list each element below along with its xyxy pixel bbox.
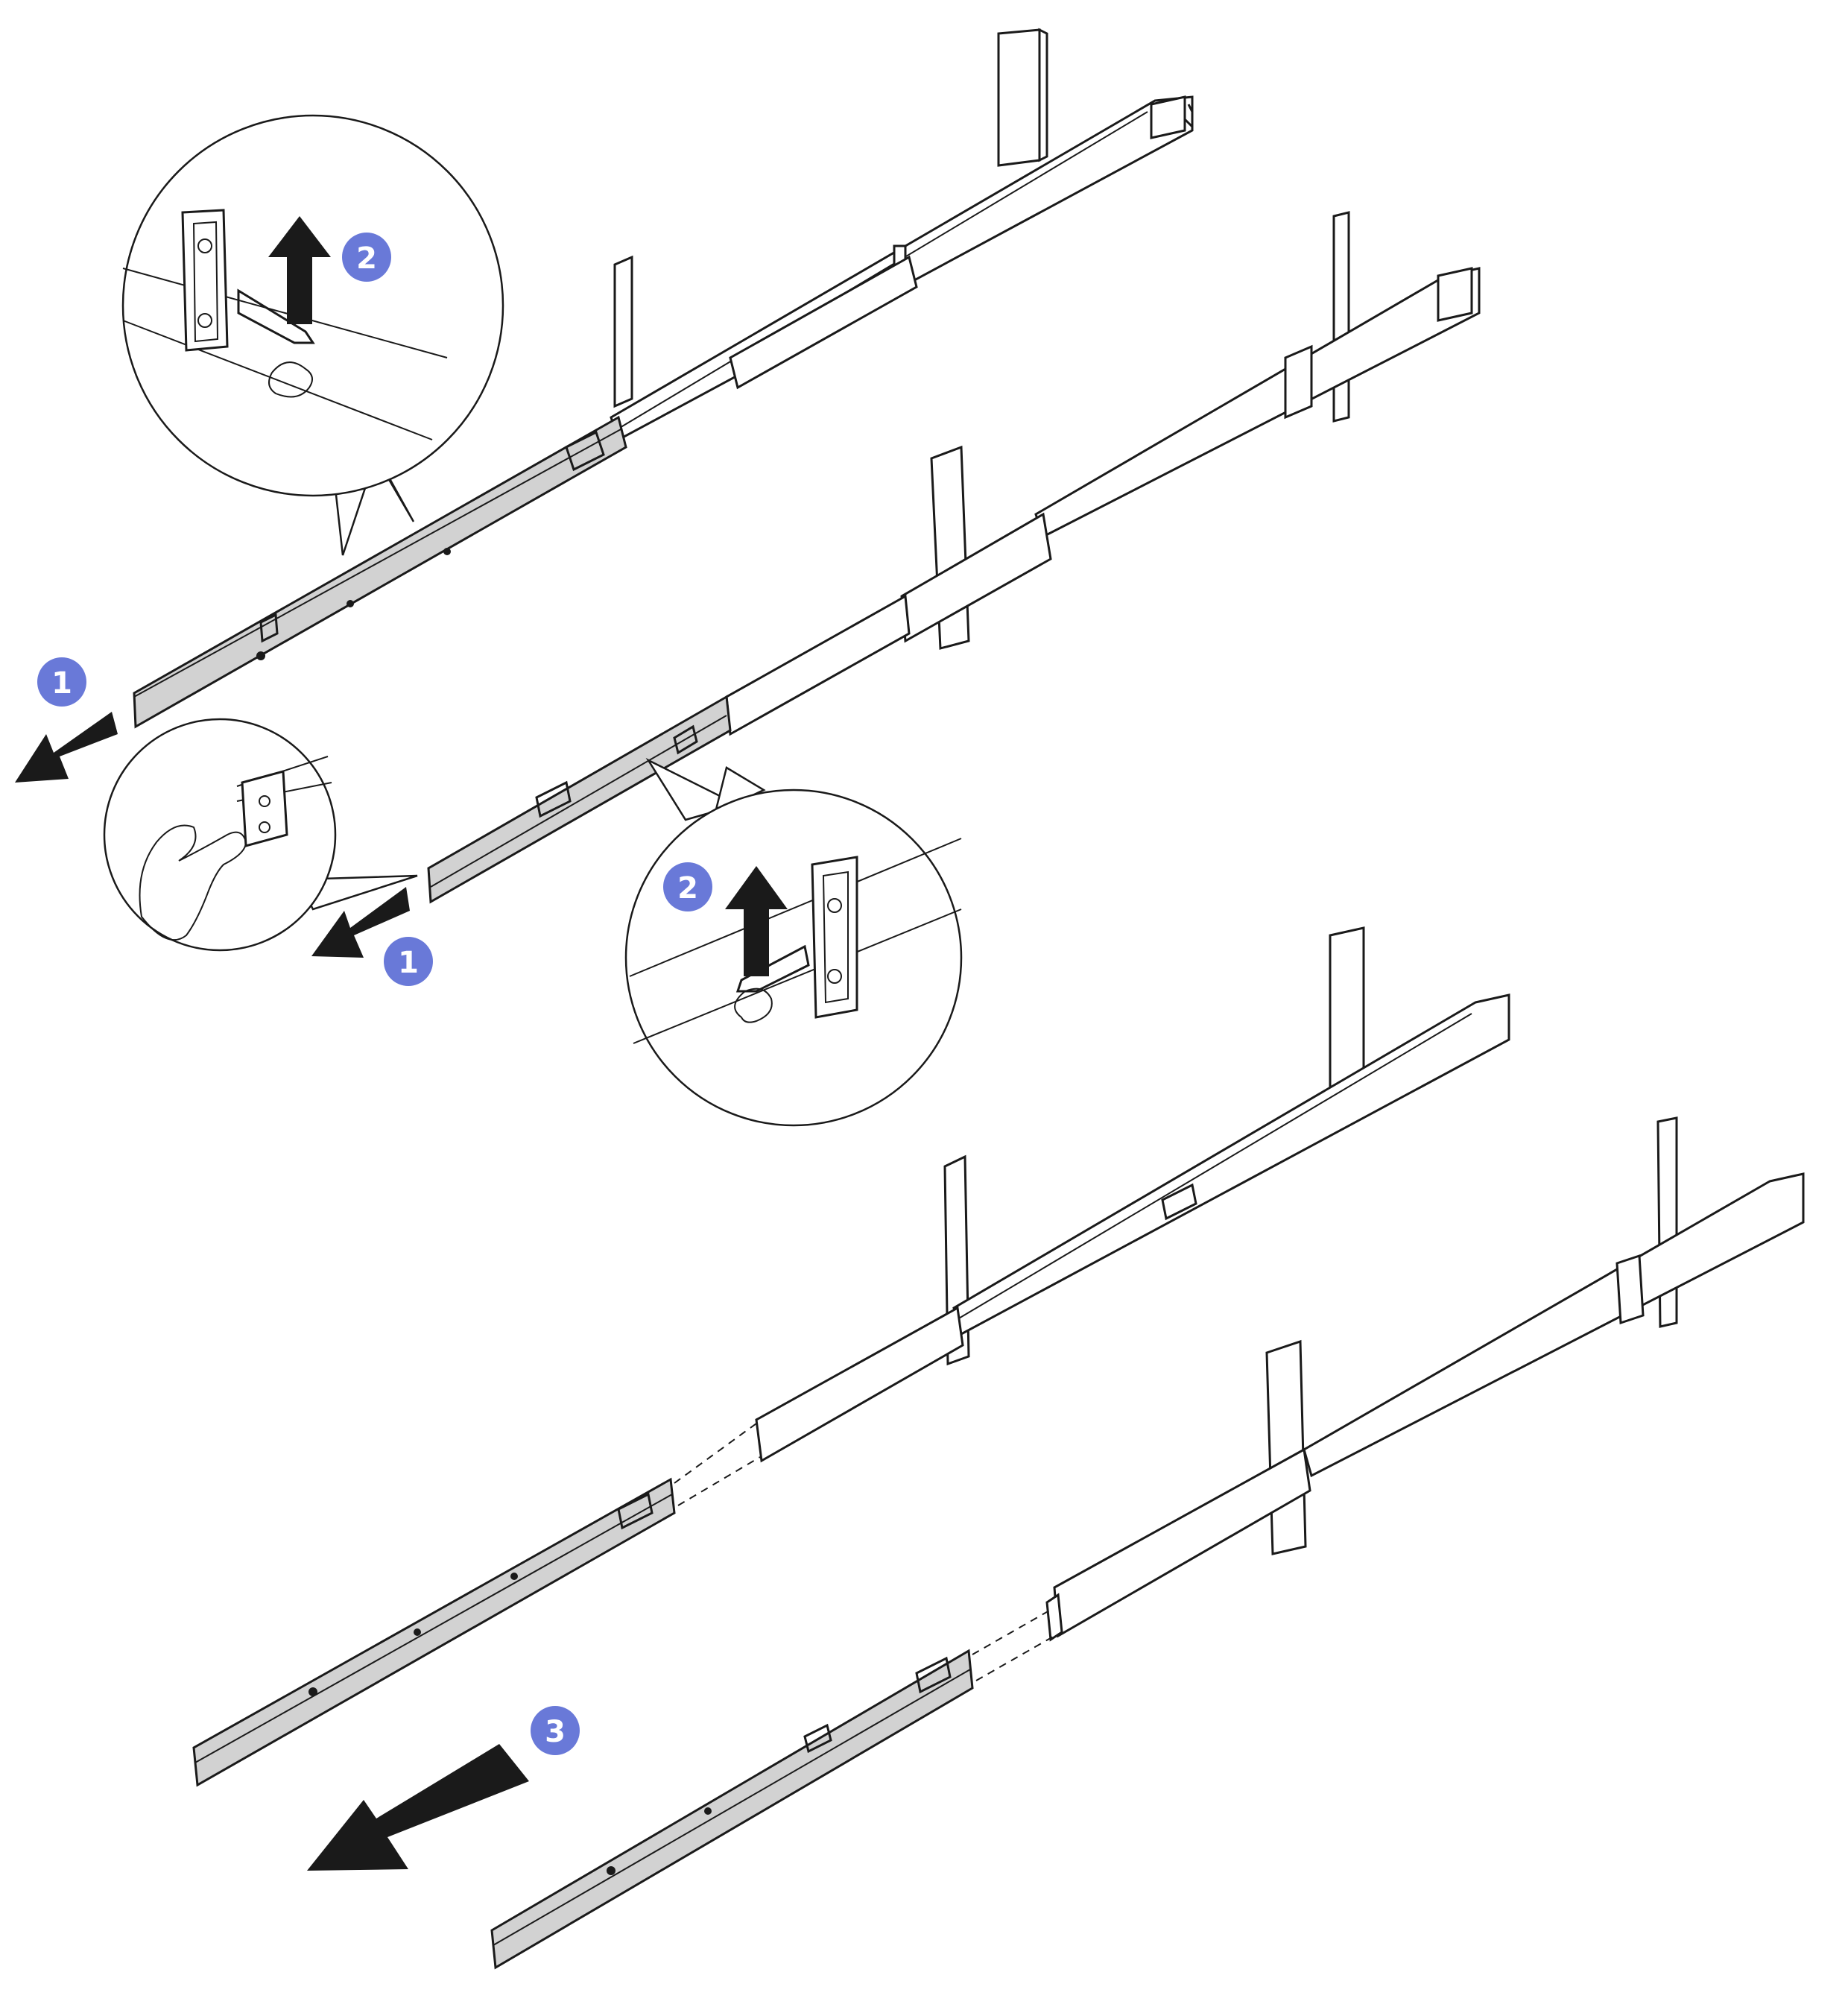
step-1-badge-circle xyxy=(384,937,433,986)
hand-icon xyxy=(139,824,247,941)
step-2-label: 2 xyxy=(356,241,377,276)
step-1-label: 1 xyxy=(398,946,419,980)
rack-post-icon xyxy=(613,255,633,408)
step-3-badge: 3 xyxy=(531,1706,580,1755)
upper-left-rail-assembly xyxy=(133,28,1194,729)
step-2-badge-circle xyxy=(342,233,391,282)
step-1-badge: 1 xyxy=(384,937,433,986)
pull-arrow-icon xyxy=(15,712,118,783)
rack-post-icon xyxy=(1265,1339,1307,1555)
detail-callout-finger-press xyxy=(103,718,418,952)
step-2-badge: 2 xyxy=(663,862,712,911)
step-2-badge: 2 xyxy=(342,233,391,282)
pull-arrow-icon xyxy=(307,1744,529,1871)
lift-arrow-icon xyxy=(725,866,788,976)
upper-right-rail-assembly xyxy=(427,211,1481,904)
step-1-label: 1 xyxy=(51,666,72,701)
detail-callout-latch-bottom xyxy=(624,757,963,1127)
rack-post-icon xyxy=(997,28,1048,167)
lower-left-rail-assembly xyxy=(192,926,1510,1787)
rack-post-icon xyxy=(1332,211,1350,423)
detail-callout-latch-top xyxy=(121,114,504,556)
step-1-badge: 1 xyxy=(37,657,86,707)
step-3-badge-circle xyxy=(531,1706,580,1755)
step-2-label: 2 xyxy=(677,871,698,906)
step-3-label: 3 xyxy=(545,1715,566,1749)
pull-arrow-icon xyxy=(311,887,410,958)
step-2-badge-circle xyxy=(663,862,712,911)
lift-arrow-icon xyxy=(268,216,331,324)
lower-right-rail-assembly xyxy=(490,1116,1805,1970)
step-1-badge-circle xyxy=(37,657,86,707)
